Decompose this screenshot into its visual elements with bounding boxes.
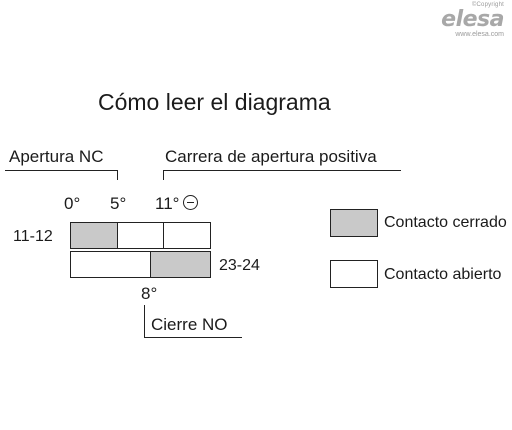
degree-11-text: 11° xyxy=(155,194,180,213)
label-carrera-apertura: Carrera de apertura positiva xyxy=(165,147,377,166)
row2-cell-open xyxy=(70,251,151,278)
apertura-nc-tick xyxy=(117,170,118,180)
row1-cell-open-a xyxy=(117,222,164,249)
brand-url: www.elesa.com xyxy=(455,31,504,38)
elesa-logo: ©Copyright elesa www.elesa.com xyxy=(434,2,504,38)
degree-0: 0° xyxy=(64,194,81,213)
label-apertura-nc: Apertura NC xyxy=(9,147,104,166)
legend-swatch-closed xyxy=(330,209,378,237)
row1-cell-open-b xyxy=(163,222,211,249)
legend-label-closed: Contacto cerrado xyxy=(384,214,507,231)
degree-5: 5° xyxy=(110,194,127,213)
circle-minus-icon xyxy=(183,195,199,210)
apertura-nc-line xyxy=(5,170,118,171)
copyright-text: ©Copyright xyxy=(471,2,504,8)
cierre-no-line xyxy=(144,337,242,338)
contact-label-11-12: 11-12 xyxy=(13,228,53,245)
diagram-title: Cómo leer el diagrama xyxy=(98,89,331,115)
degree-8: 8° xyxy=(141,284,158,303)
cierre-no-tick xyxy=(144,305,145,338)
label-cierre-no: Cierre NO xyxy=(151,315,228,334)
legend-swatch-open xyxy=(330,260,378,288)
brand-mark: elesa xyxy=(441,7,504,32)
contact-label-23-24: 23-24 xyxy=(219,257,260,274)
legend-label-open: Contacto abierto xyxy=(384,266,502,283)
row2-cell-closed xyxy=(150,251,211,278)
carrera-line xyxy=(163,170,401,171)
degree-11: 11° xyxy=(155,194,199,214)
carrera-tick xyxy=(163,170,164,180)
row1-cell-closed xyxy=(70,222,118,249)
